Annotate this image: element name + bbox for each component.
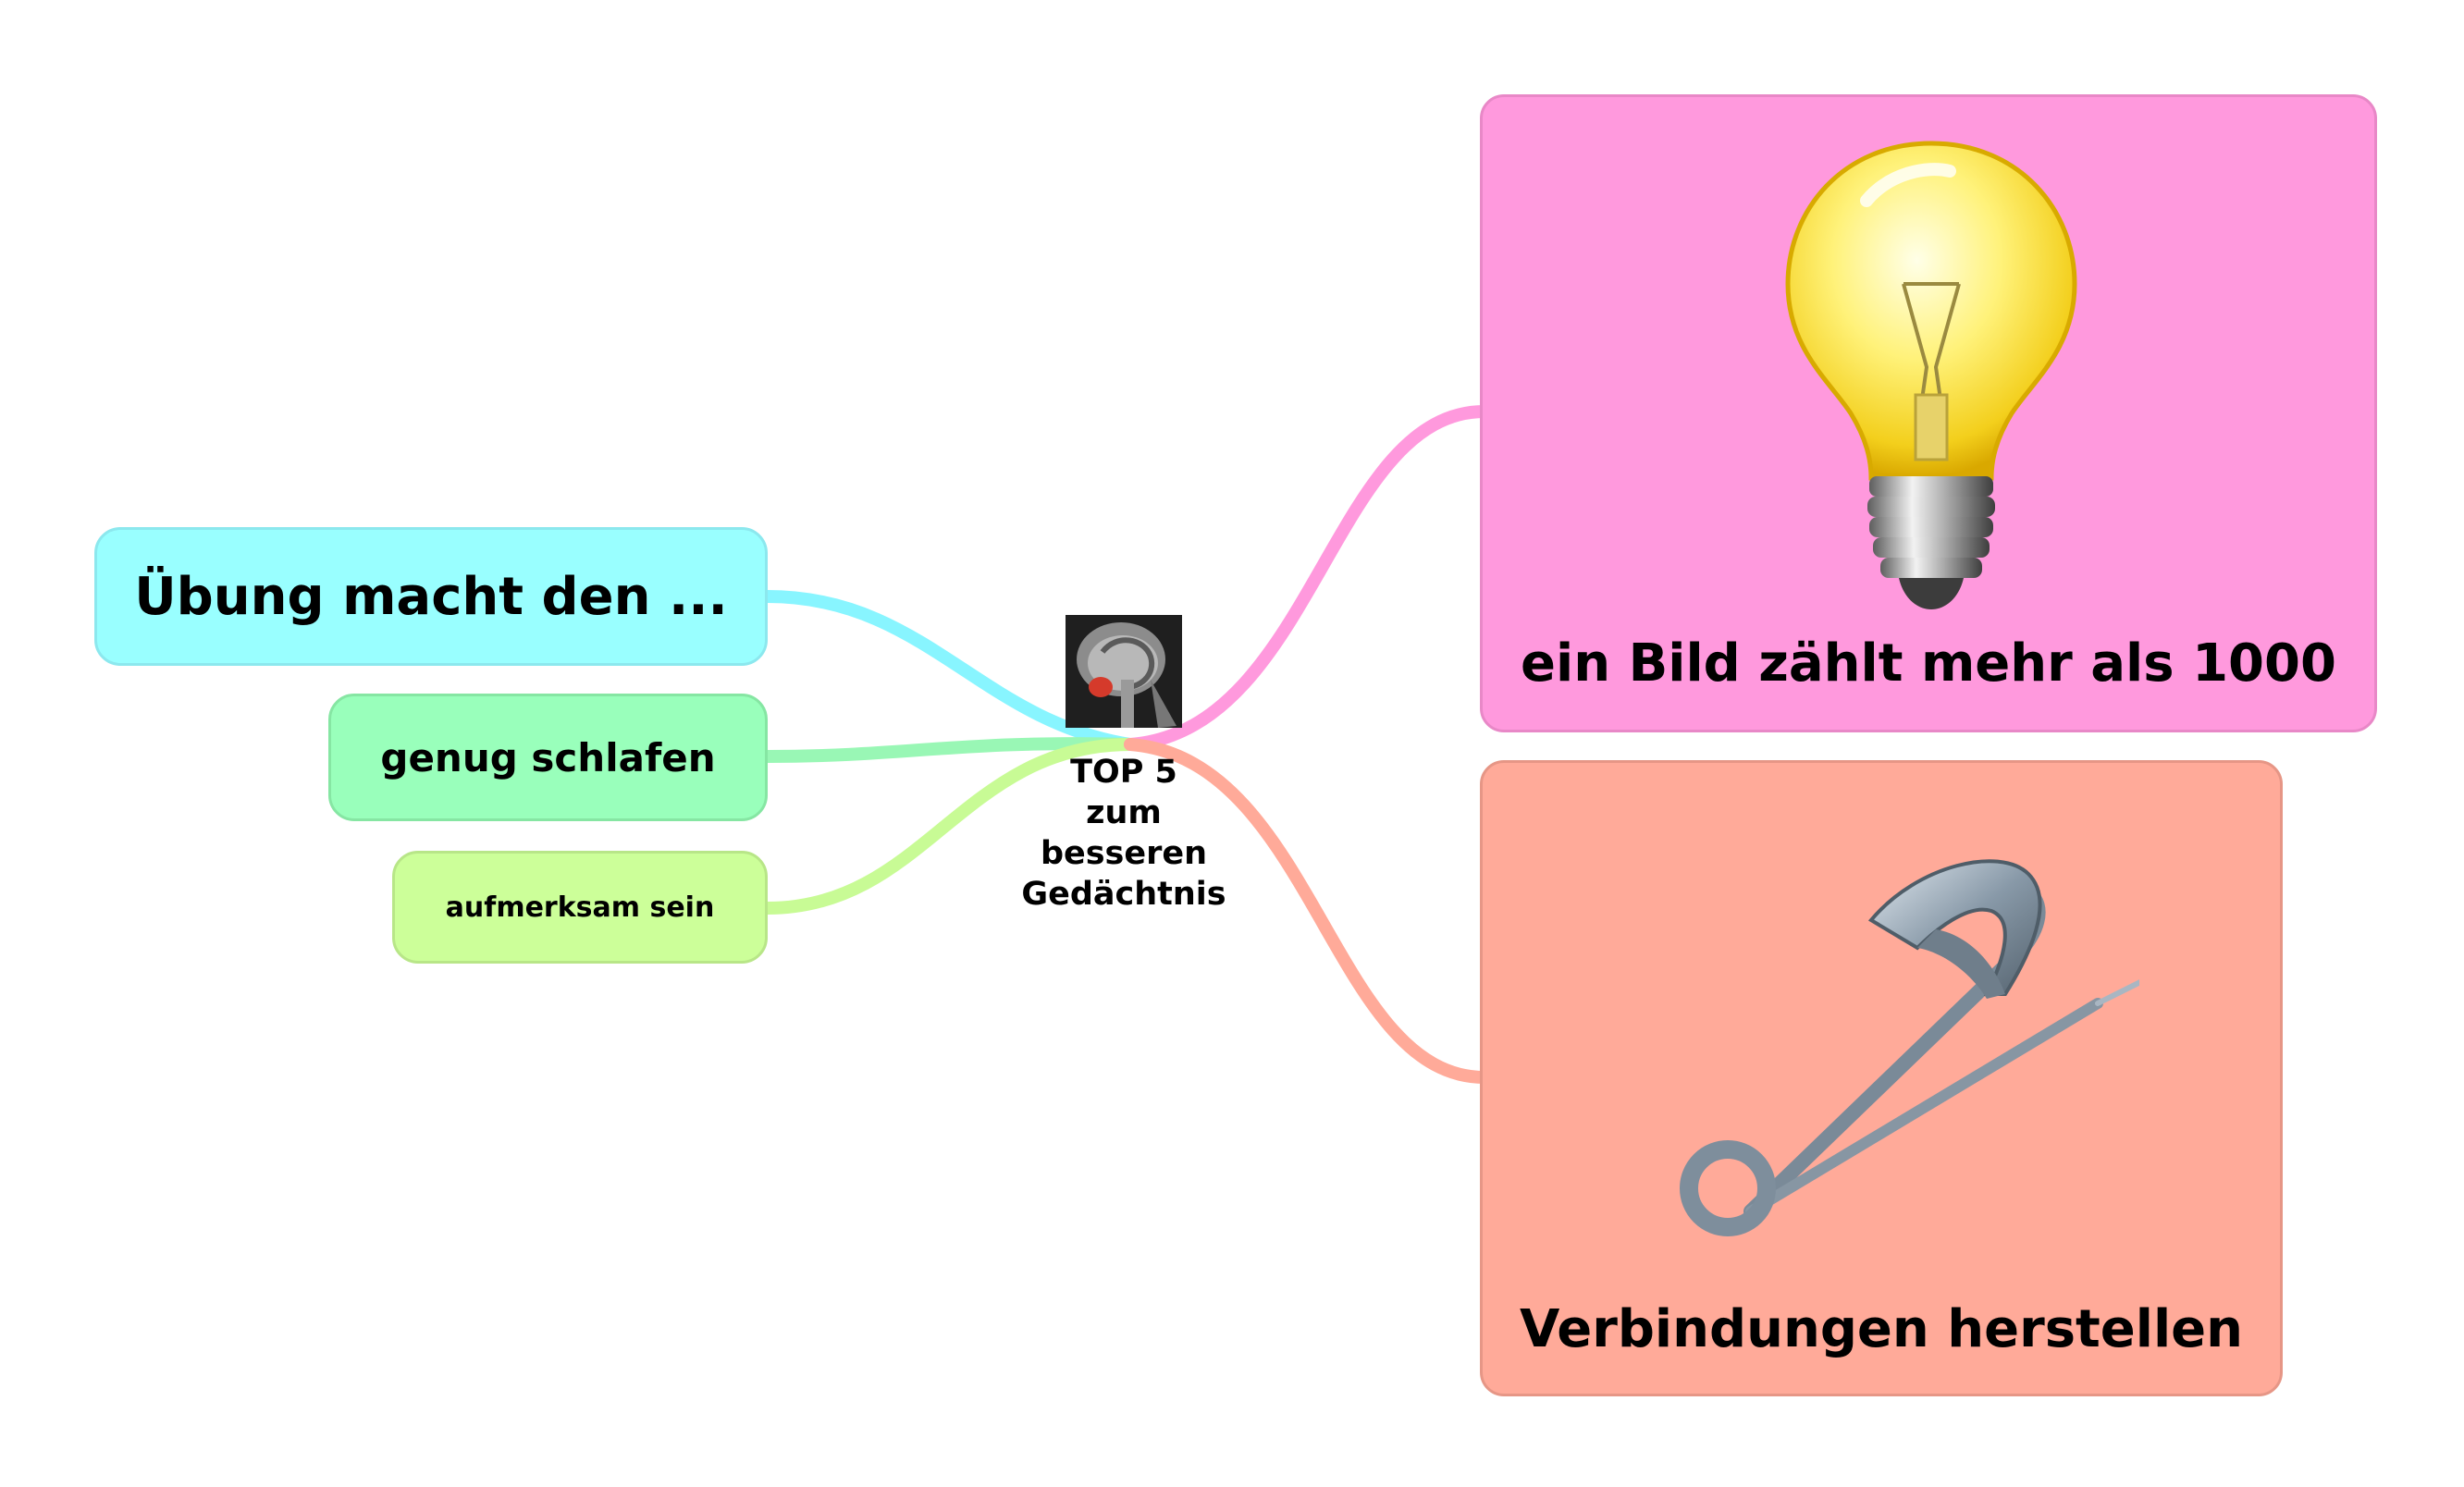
branch-uebung[interactable]: Übung macht den ...	[94, 527, 768, 666]
connector-aufmerksam	[761, 738, 1137, 915]
branch-verbindungen[interactable]: Verbindungen herstellen	[1480, 760, 2283, 1396]
connector-bild	[1124, 405, 1491, 751]
brain-mri-icon	[1066, 615, 1182, 728]
central-topic[interactable]: TOP 5 zum besseren Gedächtnis	[1017, 615, 1230, 915]
branch-bild[interactable]: ein Bild zählt mehr als 1000	[1480, 94, 2377, 732]
branch-verbindungen-label: Verbindungen herstellen	[1519, 1299, 2244, 1359]
connector-schlafen	[761, 737, 1137, 763]
safety-pin-icon	[1680, 859, 2139, 1236]
light-bulb-icon	[1785, 141, 2077, 609]
branch-aufmerksam[interactable]: aufmerksam sein	[392, 851, 768, 964]
branch-uebung-label: Übung macht den ...	[134, 566, 728, 627]
connector-verbindungen	[1124, 738, 1491, 1084]
connector-uebung	[761, 590, 1137, 751]
branch-schlafen-label: genug schlafen	[380, 734, 716, 780]
branch-bild-label: ein Bild zählt mehr als 1000	[1521, 633, 2336, 694]
central-topic-title: TOP 5 zum besseren Gedächtnis	[1021, 754, 1226, 913]
branch-schlafen[interactable]: genug schlafen	[328, 694, 768, 821]
branch-aufmerksam-label: aufmerksam sein	[445, 891, 715, 924]
